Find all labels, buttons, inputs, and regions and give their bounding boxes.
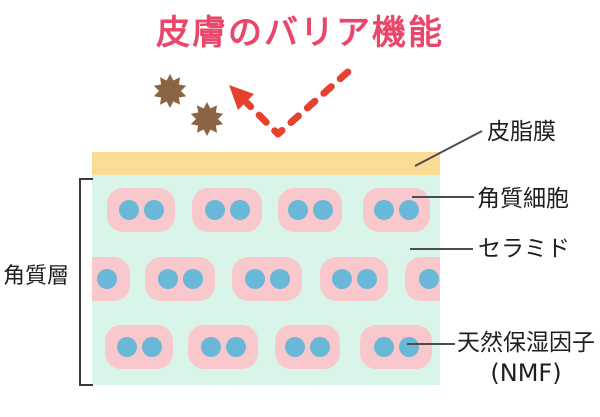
nmf-label-japanese: 天然保湿因子 (457, 330, 595, 356)
nmf-dot (157, 269, 178, 289)
nmf-dot (269, 269, 290, 289)
allergen-star-icon (190, 102, 224, 136)
sebum-film-label: 皮脂膜 (487, 119, 556, 145)
nmf-dot (373, 337, 394, 357)
nmf-dot (225, 337, 246, 357)
stratum-corneum-label: 角質層 (3, 264, 70, 289)
corneocyte-cell (188, 325, 258, 369)
nmf-dot (399, 200, 419, 220)
corneocyte-cell (105, 325, 173, 369)
nmf-dot (244, 269, 265, 289)
corneocyte-cell (232, 257, 302, 301)
corneocyte-cell (363, 188, 430, 232)
nmf-dot (200, 337, 221, 357)
corneocyte-cell (405, 257, 440, 301)
nmf-dot (116, 337, 137, 357)
corneocyte-cell (320, 257, 388, 301)
nmf-dot (312, 200, 333, 220)
corneocyte-label: 角質細胞 (477, 186, 569, 212)
corneocyte-cell (360, 325, 432, 369)
nmf-dot (118, 200, 139, 220)
corneocyte-cell (275, 325, 340, 369)
nmf-dot (356, 269, 377, 289)
nmf-dot (331, 269, 352, 289)
bounce-arrow-head-icon (229, 85, 254, 110)
nmf-label: 天然保湿因子 (NMF) (452, 330, 600, 388)
nmf-dot (229, 200, 250, 220)
nmf-dot (182, 269, 203, 289)
nmf-dot (204, 200, 225, 220)
ceramide-label: セラミド (478, 236, 570, 262)
page-title: 皮膚のバリア機能 (156, 13, 444, 53)
nmf-dot (143, 200, 164, 220)
corneocyte-cell (107, 188, 175, 232)
corneocyte-cell (278, 188, 342, 232)
nmf-dot (96, 269, 117, 289)
bounce-arrow-icon (243, 66, 354, 138)
nmf-label-abbreviation: (NMF) (490, 359, 562, 388)
nmf-dot (374, 200, 394, 220)
stratum-corneum-layer (92, 175, 440, 385)
nmf-dot (287, 200, 308, 220)
nmf-dot (418, 269, 439, 289)
sebum-film-layer (92, 152, 440, 175)
corneocyte-cell (192, 188, 262, 232)
nmf-dot (398, 337, 419, 357)
nmf-dot (310, 337, 330, 357)
nmf-dot (141, 337, 162, 357)
nmf-dot (285, 337, 305, 357)
corneocyte-cell (92, 257, 130, 301)
corneocyte-cell (145, 257, 215, 301)
allergen-star-icon (153, 74, 187, 108)
